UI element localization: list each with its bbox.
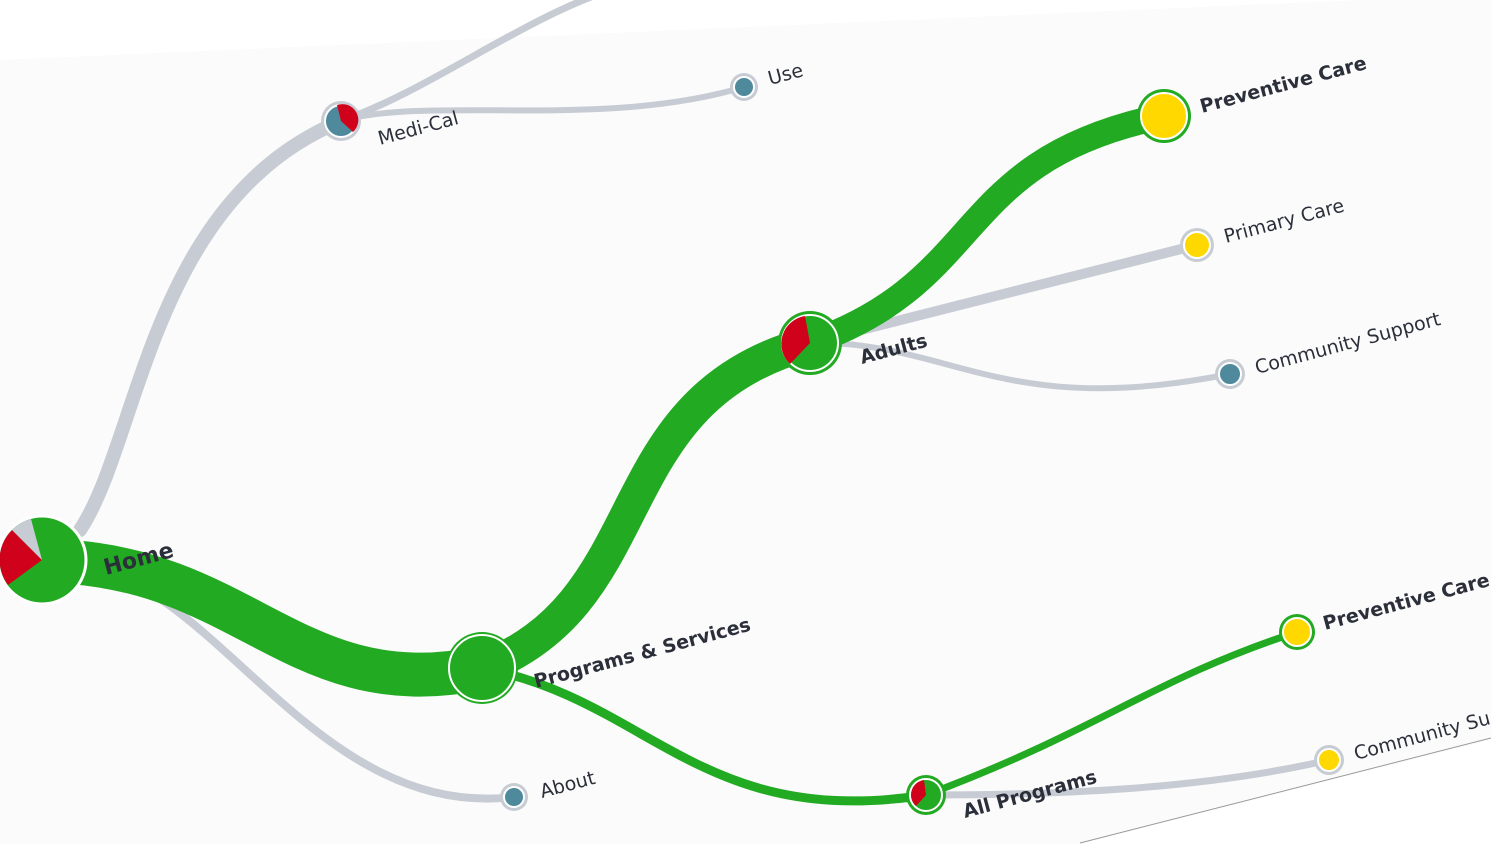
link-medical-use [338,84,747,124]
card-edge [1079,737,1491,844]
link-adults-community [807,339,1233,392]
link-programs-adults [465,326,827,685]
link-medical-offscreen [337,0,593,125]
link-home-programs [48,540,504,697]
link-programs-allprograms [477,663,931,806]
link-home-medical [73,114,348,537]
node-programs[interactable] [446,632,518,704]
node-community-support-1[interactable] [1215,359,1245,389]
node-all-programs[interactable] [906,775,946,815]
node-medical[interactable] [321,101,361,141]
node-preventive-care-2[interactable] [1279,614,1315,650]
link-allprograms-preventive [922,628,1301,799]
node-adults[interactable] [778,311,842,375]
node-primary-care[interactable] [1180,228,1214,262]
node-about[interactable] [500,783,528,811]
link-allprograms-community [922,756,1333,799]
node-use[interactable] [730,73,758,101]
link-adults-preventive [797,103,1177,356]
node-community-support-2[interactable] [1314,745,1344,775]
node-preventive-care-1[interactable] [1137,89,1191,143]
node-home[interactable] [0,514,88,606]
